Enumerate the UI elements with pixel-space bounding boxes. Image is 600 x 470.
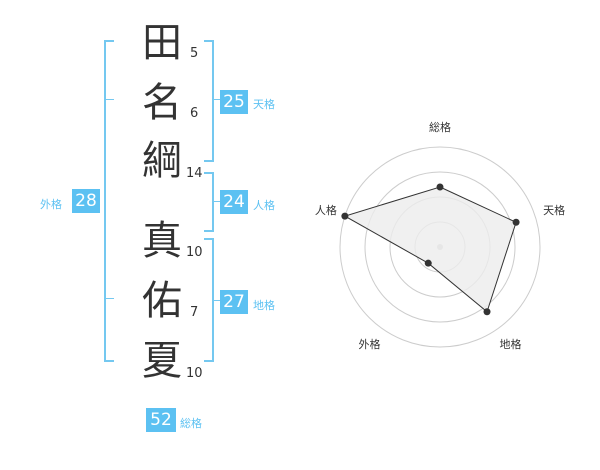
name-char-2: 名 <box>142 80 182 126</box>
tenkaku-value-badge: 25 <box>220 90 248 114</box>
chikaku-bracket <box>204 238 214 362</box>
name-char-1: 田 <box>142 20 182 66</box>
chikaku-label: 地格 <box>253 299 275 312</box>
stroke-count-5: 7 <box>190 305 199 320</box>
gaikaku-label: 外格 <box>40 198 62 211</box>
gaikaku-tick-top <box>104 99 114 100</box>
radar-ring-4 <box>339 146 541 348</box>
stroke-count-4: 10 <box>186 245 203 260</box>
radar-ring-3 <box>364 171 516 323</box>
jinkaku-value-badge: 24 <box>220 190 248 214</box>
chikaku-bracket-tick <box>214 300 220 301</box>
jinkaku-bracket <box>204 172 214 232</box>
stroke-count-3: 14 <box>186 166 203 181</box>
radar-point-4 <box>341 212 349 220</box>
radar-point-0 <box>436 183 444 191</box>
stroke-count-6: 10 <box>186 366 203 381</box>
gaikaku-bracket <box>104 40 114 362</box>
name-char-4: 真 <box>142 218 182 264</box>
soukaku-label: 総格 <box>180 417 202 430</box>
radar-axis-label-0: 総格 <box>429 120 451 134</box>
radar-point-1 <box>512 218 520 226</box>
chikaku-value-badge: 27 <box>220 290 248 314</box>
radar-polygon-layer <box>343 186 517 313</box>
radar-points-layer <box>341 183 520 316</box>
name-char-5: 佑 <box>142 278 182 324</box>
radar-point-2 <box>483 308 491 316</box>
tenkaku-bracket-tick <box>214 99 220 100</box>
radar-axis-label-1: 天格 <box>543 203 565 217</box>
stroke-count-2: 6 <box>190 106 199 121</box>
radar-axis-label-4: 人格 <box>315 203 337 217</box>
stroke-count-1: 5 <box>190 46 199 61</box>
name-char-6: 夏 <box>142 338 182 384</box>
gaikaku-value-badge: 28 <box>72 189 100 213</box>
radar-axis-label-2: 地格 <box>500 337 522 351</box>
soukaku-value-badge: 52 <box>146 408 176 432</box>
radar-axis-label-3: 外格 <box>358 337 380 351</box>
tenkaku-bracket <box>204 40 214 162</box>
jinkaku-bracket-tick <box>214 201 220 202</box>
name-char-3: 綱 <box>142 138 182 184</box>
radar-point-3 <box>424 259 432 267</box>
jinkaku-label: 人格 <box>253 199 275 212</box>
gaikaku-tick-bottom <box>104 298 114 299</box>
tenkaku-label: 天格 <box>253 98 275 111</box>
radar-series-polygon <box>343 186 517 313</box>
